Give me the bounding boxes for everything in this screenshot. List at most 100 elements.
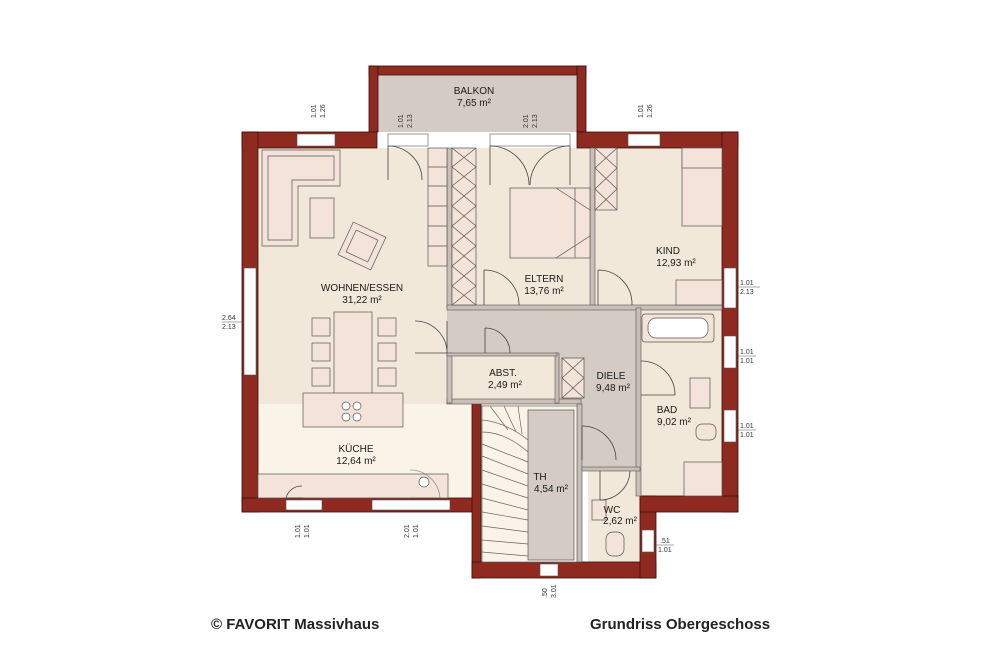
wc-toilet [605,531,625,557]
chair [377,367,397,387]
wardrobe-kind [594,147,618,211]
iw-eltern-wohnen [446,147,453,309]
room-area-bad: 9,02 m² [657,417,692,428]
plan-title: Grundriss Obergeschoss [590,616,771,633]
wc-sink [591,499,607,521]
window-top-right [627,133,661,147]
dim-left-h: 2.13 [222,324,236,331]
wall-bottom-th [471,561,657,579]
dim-top-right-h: 1.26 [647,104,654,118]
room-name-th: TH [533,472,546,483]
balkon-wall-left [368,65,379,133]
dim-bad-right-2-h: 1.01 [740,432,754,439]
dim-bad-right-1-w: 1.01 [740,349,754,356]
dim-bottom-left-h: 1.01 [304,524,311,538]
bathtub-inner [647,317,709,339]
abst-floor [447,353,557,400]
door-balkon-left [387,145,423,181]
room-area-abst: 2,49 m² [488,380,523,391]
door-kitchen-2 [409,469,441,499]
dim-bottom-th-h: 3.01 [551,584,558,598]
room-name-bad: BAD [657,405,678,416]
sofa [261,149,341,247]
armchair-small [309,197,335,239]
door-bad [640,360,676,396]
armchair [337,221,387,271]
sofa-inner [267,155,335,241]
balkon-floor [377,74,579,132]
room-area-diele: 9,48 m² [596,383,631,394]
room-area-balkon: 7,65 m² [457,98,492,109]
iw-kitchen-top [446,352,453,404]
dim-bad-right-2-w: 1.01 [740,423,754,430]
door-wc [599,470,631,501]
wardrobe-diele [561,357,585,399]
balkon-wall-right [576,65,587,133]
door-kind [597,269,633,306]
wardrobe-eltern [451,147,477,306]
iw-diele-top [446,304,723,311]
dim-kind-right-h: 2.13 [740,289,754,296]
window-bottom-th [539,563,559,577]
room-labels: BALKON 7,65 m² WOHNEN/ESSEN 31,22 m² ELT… [321,86,697,527]
door-balkon-right-b [529,145,571,186]
dim-balkon-right-w: 2.01 [523,114,530,128]
window-bad-right-1 [723,335,737,369]
balkon-wall-top [368,65,587,76]
staircase [481,405,578,563]
room-area-wc: 2,62 m² [603,516,638,527]
dim-bottom-mid-w: 2.01 [404,524,411,538]
dim-bottom-mid-h: 1.01 [413,524,420,538]
dim-balkon-left-h: 2.13 [407,114,414,128]
desk-kind [675,279,723,306]
room-name-eltern: ELTERN [525,274,564,285]
dim-top-left-w: 1.01 [311,104,318,118]
chair [311,342,331,362]
kitchen-island [302,392,404,428]
room-area-th: 4,54 m² [534,484,569,495]
door-th [581,425,617,461]
iw-abst-right [554,352,560,404]
iw-abst-bottom [446,398,582,405]
room-area-kueche: 12,64 m² [336,456,376,467]
wall-bottom-right [639,495,739,513]
window-bad-right-2 [723,409,737,443]
dim-balkon-right-h: 2.13 [532,114,539,128]
door-eltern [483,269,520,306]
dim-top-left-h: 1.26 [320,104,327,118]
window-top-left [296,133,336,147]
cooktop [341,401,362,422]
shower [683,461,723,497]
chair [311,317,331,337]
dim-wc-right-h: 1.01 [658,547,672,554]
room-name-abst: ABST. [489,368,517,379]
dim-left-w: 2.64 [222,315,236,322]
dining-table [333,311,373,395]
windows [243,133,737,577]
wardrobe-wohnen [427,147,448,267]
room-name-balkon: BALKON [454,86,495,97]
room-name-wc: WC [604,505,621,516]
window-left [243,267,257,376]
door-wohnen [414,320,448,354]
wall-right [721,131,739,513]
iw-eltern-kind [589,147,596,309]
dim-bottom-left-w: 1.01 [295,524,302,538]
door-balkon-right-a [489,145,530,186]
doors [285,145,676,501]
dim-bad-right-1-h: 1.01 [740,358,754,365]
iw-th-right [576,403,583,563]
bad-sink [689,377,711,409]
stair-core [527,409,575,561]
room-name-wohnen: WOHNEN/ESSEN [321,283,403,294]
dim-wc-right-w: .51 [660,538,670,545]
window-bottom-mid [371,499,451,511]
bed-kind [681,147,723,227]
wall-th-left [471,403,482,579]
room-name-diele: DIELE [597,371,626,382]
iw-wc-top [581,466,641,472]
iw-diele-bad [635,307,642,497]
iw-diele-bottom [446,352,558,357]
bad-toilet [695,423,717,441]
